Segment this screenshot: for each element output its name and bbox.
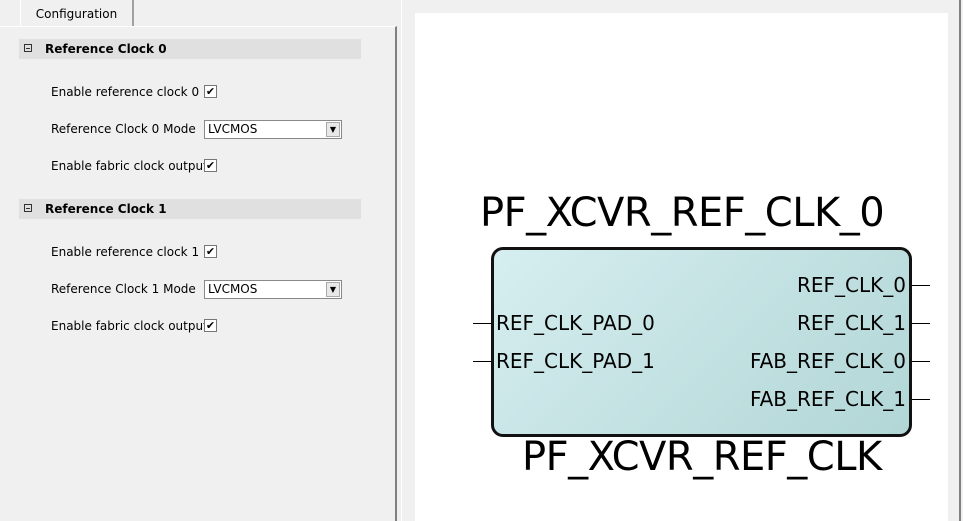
section-title: Reference Clock 0 <box>45 42 167 56</box>
component-symbol[interactable] <box>491 247 912 437</box>
collapse-icon[interactable] <box>24 44 32 52</box>
selected-value: LVCMOS <box>208 282 258 296</box>
chevron-down-icon[interactable]: ▼ <box>326 122 340 137</box>
section-header-reference-clock-0[interactable]: Reference Clock 0 <box>19 39 361 59</box>
output-port: FAB_REF_CLK_0 <box>749 349 906 373</box>
enable-ref-clock-0-checkbox[interactable]: ✔ <box>204 85 217 98</box>
pin-line <box>473 361 491 362</box>
output-port: REF_CLK_1 <box>797 311 906 335</box>
ref-clock-1-mode-label: Reference Clock 1 Mode <box>51 282 196 296</box>
pin-line <box>912 285 930 286</box>
pin-line <box>473 323 491 324</box>
enable-ref-clock-1-label: Enable reference clock 1 <box>51 245 200 259</box>
tab-configuration[interactable]: Configuration <box>20 0 134 27</box>
configuration-panel <box>0 26 397 521</box>
enable-fabric-clock-0-label: Enable fabric clock output <box>51 159 208 173</box>
ref-clock-1-mode-select[interactable]: LVCMOS ▼ <box>204 280 342 299</box>
output-port: FAB_REF_CLK_1 <box>749 387 906 411</box>
enable-fabric-clock-1-label: Enable fabric clock output <box>51 319 208 333</box>
ref-clock-0-mode-select[interactable]: LVCMOS ▼ <box>204 120 342 139</box>
enable-fabric-clock-0-checkbox[interactable]: ✔ <box>204 159 217 172</box>
ref-clock-0-mode-label: Reference Clock 0 Mode <box>51 122 196 136</box>
component-type-name: PF_XCVR_REF_CLK <box>522 434 882 480</box>
pin-line <box>912 399 930 400</box>
enable-fabric-clock-1-checkbox[interactable]: ✔ <box>204 319 217 332</box>
pin-line <box>912 323 930 324</box>
input-port: REF_CLK_PAD_0 <box>496 311 655 335</box>
collapse-icon[interactable] <box>24 204 32 212</box>
input-port: REF_CLK_PAD_1 <box>496 349 655 373</box>
output-port: REF_CLK_0 <box>797 273 906 297</box>
instance-name: PF_XCVR_REF_CLK_0 <box>480 190 885 236</box>
enable-ref-clock-0-label: Enable reference clock 0 <box>51 85 200 99</box>
section-header-reference-clock-1[interactable]: Reference Clock 1 <box>19 199 361 219</box>
pin-line <box>912 361 930 362</box>
preview-pane <box>401 0 961 521</box>
section-title: Reference Clock 1 <box>45 202 167 216</box>
enable-ref-clock-1-checkbox[interactable]: ✔ <box>204 245 217 258</box>
selected-value: LVCMOS <box>208 122 258 136</box>
chevron-down-icon[interactable]: ▼ <box>326 282 340 297</box>
